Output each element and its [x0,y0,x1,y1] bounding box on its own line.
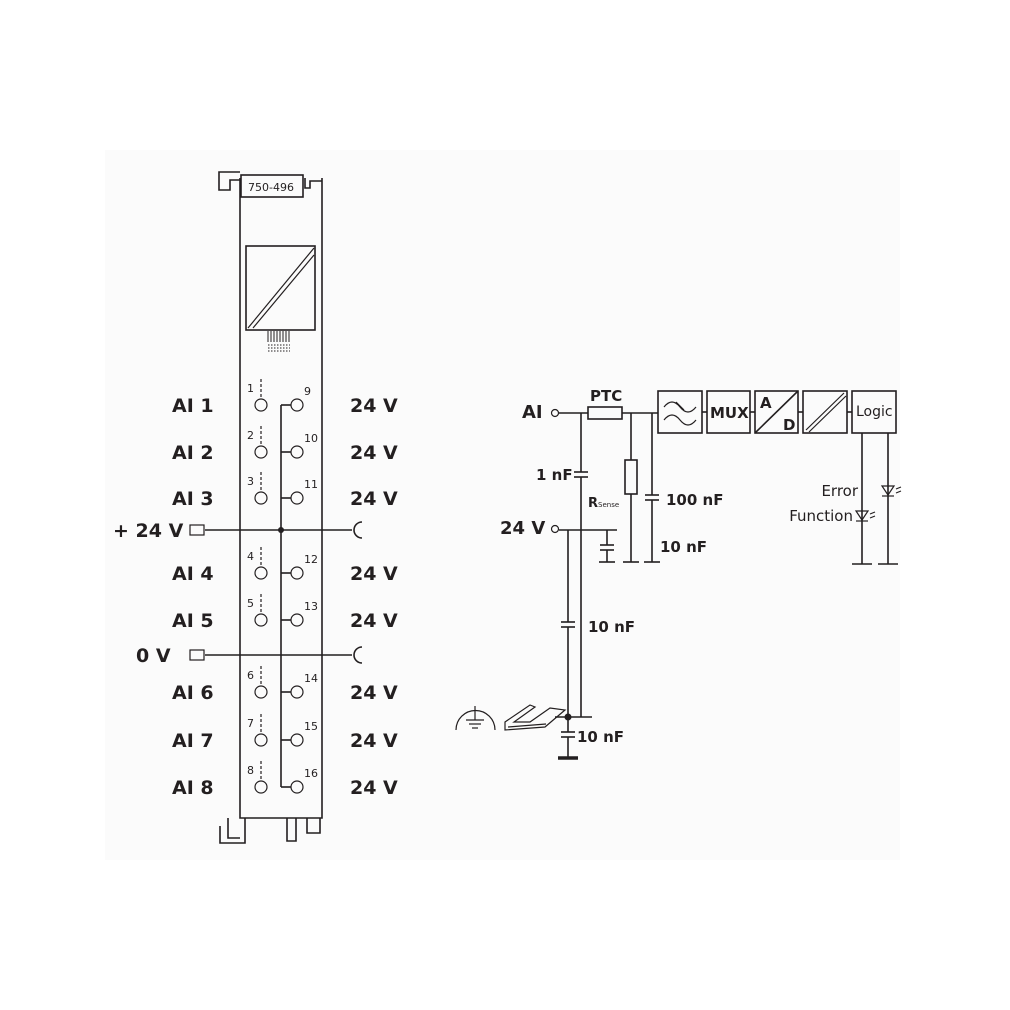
terminal-pair: 8 16 [247,761,318,794]
input-terminal-number: 3 [247,475,254,488]
supply-terminal [290,445,304,459]
supply-terminal-number: 15 [304,720,318,733]
input-terminal-number: 7 [247,717,254,730]
input-terminal-number: 4 [247,550,254,563]
supply-terminal-number: 13 [304,600,318,613]
label-24v-3: 24 V [350,488,398,510]
terminal-pair: 2 10 [247,426,318,459]
c1-label: 1 nF [536,466,573,484]
c3-label: 10 nF [660,538,707,556]
ai-input-label: AI [522,402,543,423]
function-label: Function [789,507,853,525]
supply-terminal [290,685,304,699]
label-ai7: AI 7 [172,730,214,752]
supply-terminal-number: 9 [304,385,311,398]
label-0v: 0 V [136,645,171,667]
input-terminal-number: 1 [247,382,254,395]
part-number-label-box [240,174,304,198]
input-terminal [254,733,268,747]
logic-label: Logic [856,404,893,420]
label-ai5: AI 5 [172,610,214,632]
input-terminal [254,566,268,580]
label-24v-5: 24 V [350,610,398,632]
24v-supply-label: 24 V [500,518,545,539]
supply-terminal [290,491,304,505]
label-ai1: AI 1 [172,395,214,417]
input-terminal [254,491,268,505]
label-24v-4: 24 V [350,563,398,585]
error-led-icon [880,485,902,497]
0v-terminal [189,649,205,661]
label-24v-6: 24 V [350,682,398,704]
supply-terminal-number: 14 [304,672,318,685]
label-ai2: AI 2 [172,442,214,464]
label-ai3: AI 3 [172,488,214,510]
terminal-pair: 6 14 [247,666,318,699]
function-led-icon [854,510,876,522]
diagram-background [105,150,900,860]
label-ai8: AI 8 [172,777,214,799]
supply-terminal [290,566,304,580]
svg-text:A: A [760,394,772,412]
logic-block [851,390,897,434]
input-terminal [254,613,268,627]
protective-earth-icon [455,706,496,731]
terminal-pair: 3 11 [247,472,318,505]
converter-icon [245,245,316,352]
input-terminal-number: 8 [247,764,254,777]
input-terminal-number: 2 [247,429,254,442]
input-terminal-number: 5 [247,597,254,610]
supply-terminal-number: 16 [304,767,318,780]
input-terminal [254,780,268,794]
c4-label: 10 nF [588,618,635,636]
supply-terminal [290,780,304,794]
terminal-pair: 4 12 [247,547,318,580]
mux-label: MUX [710,404,749,422]
supply-terminal-number: 12 [304,553,318,566]
supply-terminal [290,398,304,412]
input-terminal [254,685,268,699]
rsense-label: RSense [588,496,619,511]
input-terminal [254,445,268,459]
supply-terminal [290,733,304,747]
supply-terminal-number: 11 [304,478,318,491]
terminal-pair: 5 13 [247,594,318,627]
input-terminal [254,398,268,412]
io-module: 750-496 [189,171,363,844]
supply-terminal-number: 10 [304,432,318,445]
plus-24v-terminal [189,524,205,536]
label-24v-2: 24 V [350,442,398,464]
error-label: Error [821,482,858,500]
label-24v-1: 24 V [350,395,398,417]
label-ai6: AI 6 [172,682,214,704]
label-plus-24v: + 24 V [113,520,184,542]
label-24v-8: 24 V [350,777,398,799]
input-circuit: AI PTC 1 nF RSense 100 nF 10 nF 24 V [455,387,902,760]
din-rail-icon [504,704,567,731]
svg-text:D: D [783,416,795,434]
part-number: 750-496 [248,181,294,194]
ptc-label: PTC [590,387,622,405]
terminal-pair: 7 15 [247,714,318,747]
supply-terminal [290,613,304,627]
input-terminal-number: 6 [247,669,254,682]
label-ai4: AI 4 [172,563,214,585]
c5-label: 10 nF [577,728,624,746]
channel-rows: AI 1 AI 2 AI 3 + 24 V AI 4 AI 5 0 V AI 6… [113,379,398,799]
c2-label: 100 nF [666,491,723,509]
label-24v-7: 24 V [350,730,398,752]
